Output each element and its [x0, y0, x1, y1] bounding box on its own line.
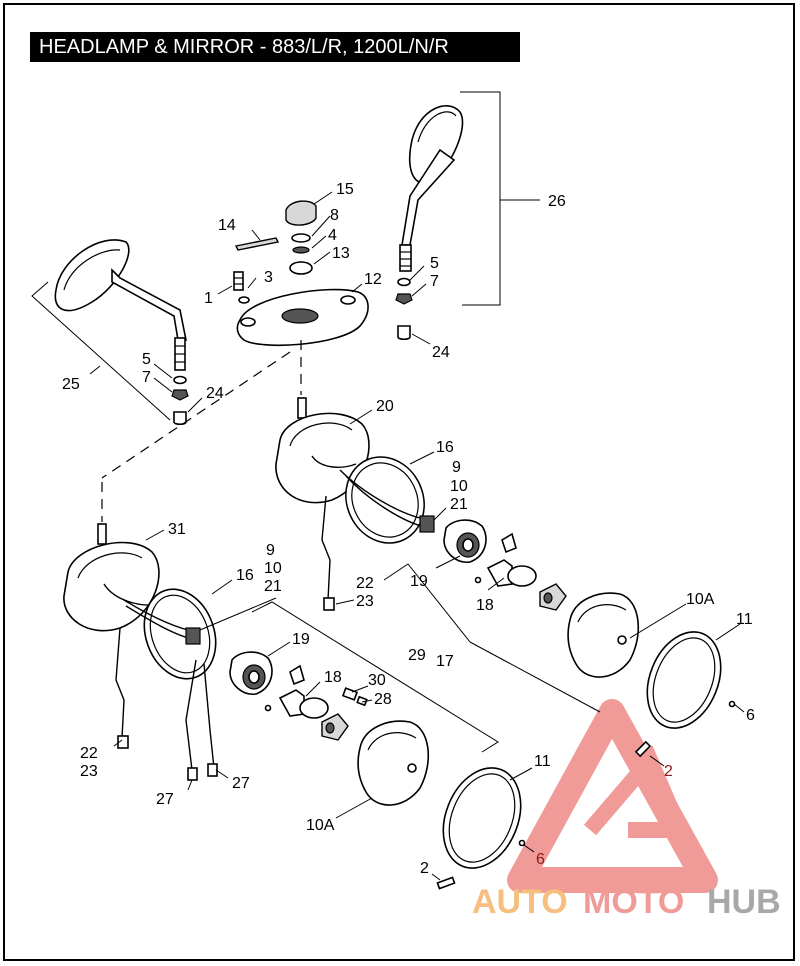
callout-17: 17: [436, 653, 454, 670]
callout-6-upper: 6: [746, 707, 755, 724]
callout-16-lower: 16: [236, 567, 254, 584]
callout-23-lower: 23: [80, 763, 98, 780]
callout-10-lower: 10: [264, 560, 282, 577]
assembly-line-left: [101, 351, 291, 479]
headlamp-housing-31: [63, 523, 161, 749]
top-cover-12: [236, 288, 369, 347]
callout-24-left: 24: [206, 385, 224, 402]
leader-lines: [89, 191, 745, 881]
callout-27-right: 27: [232, 775, 250, 792]
screw-1: [233, 271, 244, 291]
bulb-18-lower: [264, 664, 329, 719]
bracket-29: [251, 601, 499, 753]
page-title: HEADLAMP & MIRROR - 883/L/R, 1200L/N/R: [30, 32, 520, 62]
screw-6-lower: [518, 839, 526, 847]
callout-1: 1: [204, 290, 213, 307]
wire-harness-lower: [123, 599, 218, 781]
cap-15: [285, 200, 317, 226]
callout-22-lower: 22: [80, 745, 98, 762]
mirror-bracket-26: [460, 91, 540, 306]
callout-3: 3: [264, 269, 273, 286]
washer-8: [291, 233, 311, 243]
callout-23-upper: 23: [356, 593, 374, 610]
callout-18-lower: 18: [324, 669, 342, 686]
callout-13: 13: [332, 245, 350, 262]
callout-11-upper: 11: [736, 611, 753, 628]
callout-28: 28: [374, 691, 392, 708]
callout-15: 15: [336, 181, 354, 198]
callout-24-right: 24: [432, 344, 450, 361]
callout-5-right: 5: [430, 255, 439, 272]
callout-2-upper: 2: [664, 763, 673, 780]
mirror-bracket-25: [31, 281, 171, 421]
bracket-17-line: [469, 641, 601, 713]
callout-7-left: 7: [142, 369, 151, 386]
callout-11-lower: 11: [534, 753, 551, 770]
strip-14: [234, 237, 280, 251]
callout-10A-upper: 10A: [686, 591, 715, 608]
cap-24-right: [397, 325, 411, 341]
bulb-socket-19-upper: [443, 519, 487, 563]
watermark-text-moto: MOTO: [583, 883, 684, 921]
trim-ring-11-upper: [646, 631, 722, 729]
wire-harness-upper: [339, 469, 435, 533]
callout-9-upper: 9: [452, 459, 461, 476]
callout-6-lower: 6: [536, 851, 545, 868]
callout-4: 4: [328, 227, 337, 244]
trim-ring-11-lower: [442, 767, 522, 869]
callout-2-lower: 2: [420, 860, 429, 877]
washer-5-left: [173, 375, 187, 385]
callout-19-lower: 19: [292, 631, 310, 648]
callout-12: 12: [364, 271, 382, 288]
callout-21-upper: 21: [450, 496, 468, 513]
callout-8: 8: [330, 207, 339, 224]
callout-5-left: 5: [142, 351, 151, 368]
nut-7-right: [395, 293, 413, 305]
callout-7-right: 7: [430, 273, 439, 290]
screw-2-lower: [436, 876, 456, 890]
lens-10A-lower: [357, 720, 430, 806]
grommet-13: [289, 261, 313, 275]
lens-10A-upper: [567, 592, 640, 678]
callout-9-lower: 9: [266, 542, 275, 559]
callout-22-upper: 22: [356, 575, 374, 592]
nut-7-left: [171, 389, 189, 401]
callout-14: 14: [218, 217, 236, 234]
callout-27-left: 27: [156, 791, 174, 808]
left-mirror: [54, 239, 187, 371]
right-mirror: [399, 105, 464, 272]
bulb-socket-19-lower: [229, 651, 273, 695]
watermark-text-auto: AUTO: [472, 883, 568, 921]
bulb-boot-upper: [539, 583, 567, 611]
callout-10A-lower: 10A: [306, 817, 335, 834]
callout-10-upper: 10: [450, 478, 468, 495]
screw-6-upper: [728, 700, 736, 708]
callout-31: 31: [168, 521, 186, 538]
callout-30: 30: [368, 672, 386, 689]
headlamp-housing-20: [275, 397, 370, 611]
callout-26: 26: [548, 193, 566, 210]
callout-29: 29: [408, 647, 426, 664]
callout-20: 20: [376, 398, 394, 415]
bracket-17: [383, 563, 471, 643]
callout-16-upper: 16: [436, 439, 454, 456]
callout-25: 25: [62, 376, 80, 393]
bulb-18-upper: [474, 532, 537, 587]
washer-5-right: [397, 277, 411, 287]
page-border: [3, 3, 795, 961]
callout-labels: 14 15 8 4 13 3 12 1 26 5 7 24 5 7 24 25 …: [62, 181, 755, 877]
gasket-16-upper: [345, 456, 425, 544]
callout-18-upper: 18: [476, 597, 494, 614]
bulb-boot-lower: [321, 713, 349, 741]
callout-21-lower: 21: [264, 578, 282, 595]
callout-19-upper: 19: [410, 573, 428, 590]
screw-2-upper: [634, 740, 652, 758]
washer-3: [238, 296, 250, 304]
watermark-logo: AUTO MOTO HUB: [472, 699, 781, 921]
watermark-text-hub: HUB: [707, 883, 781, 921]
o-ring-4: [292, 246, 310, 254]
